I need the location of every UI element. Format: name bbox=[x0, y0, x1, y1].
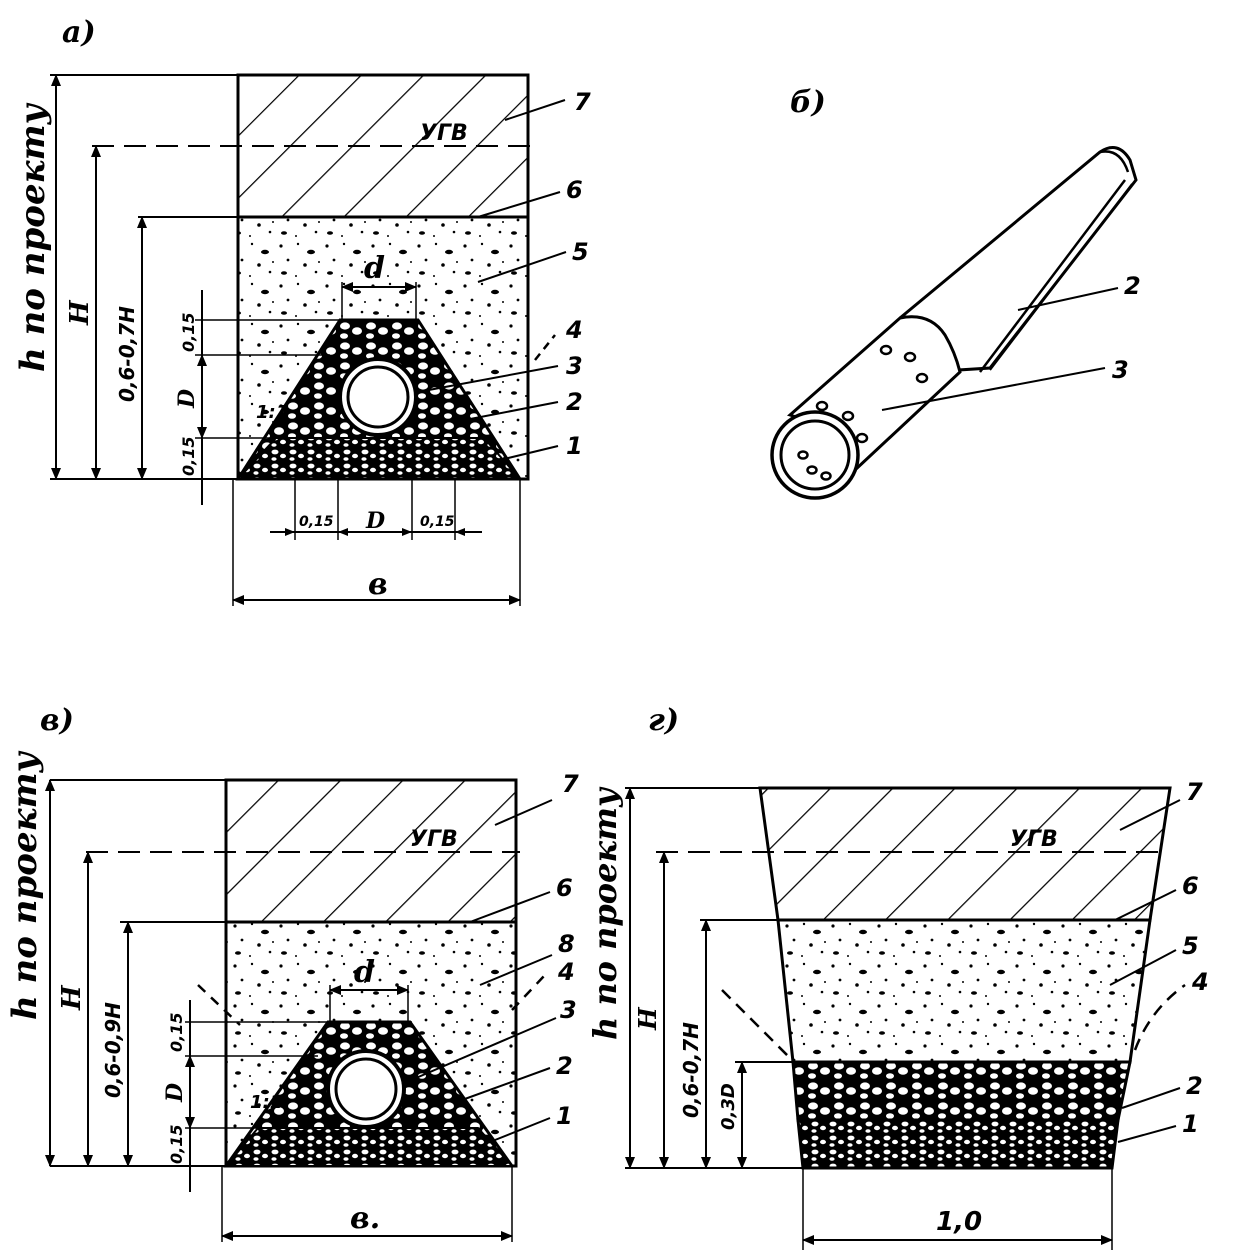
panel-a-callout-6: 6 bbox=[566, 176, 583, 204]
panel-g-slope-left bbox=[721, 989, 791, 1059]
panel-a-left-015: 0,15 bbox=[299, 514, 334, 530]
panel-a-callout-5: 5 bbox=[572, 238, 589, 266]
panel-g-callout-4: 4 bbox=[1191, 968, 1209, 996]
panel-v-top-015: 0,15 bbox=[167, 1013, 186, 1052]
panel-v-leader-6 bbox=[469, 891, 551, 923]
panel-g-ugv-text: УГВ bbox=[1010, 827, 1058, 852]
panel-b-leader-3 bbox=[881, 367, 1106, 411]
panel-g-leader-4 bbox=[1133, 983, 1186, 1051]
panel-a-leader-3 bbox=[417, 365, 559, 393]
panel-a-callout-1: 1 bbox=[566, 432, 583, 460]
panel-v-width-label: в. bbox=[350, 1201, 380, 1236]
panel-b-leader-2 bbox=[1017, 287, 1119, 311]
panel-g-H-label: H bbox=[633, 1006, 662, 1031]
panel-v-bot-015: 0,15 bbox=[167, 1125, 186, 1164]
panel-a-bot-015: 0,15 bbox=[179, 437, 198, 476]
panel-g-callout-6: 6 bbox=[1182, 872, 1199, 900]
panel-v: в) УГВ h по проекту H 0,6-0,9H 0,15 D 0,… bbox=[5, 703, 579, 1242]
panel-a-h-label: h по проекту bbox=[13, 102, 53, 372]
panel-v-d-label: d bbox=[354, 955, 375, 990]
panel-a-slope: 1:1 bbox=[256, 402, 288, 423]
panel-a-callout-2: 2 bbox=[566, 388, 583, 416]
panel-g-leader-7 bbox=[1119, 799, 1181, 831]
panel-a-leader-1 bbox=[499, 445, 559, 461]
panel-g: г) УГВ h по проекту H 0,6-0,7H 0,3D 1,0 … bbox=[586, 703, 1209, 1250]
panel-g-label: г) bbox=[648, 703, 679, 738]
panel-a-leader-4 bbox=[534, 334, 556, 361]
panel-v-depth-label: 0,6-0,9H bbox=[101, 1002, 125, 1098]
panel-g-callout-1: 1 bbox=[1182, 1110, 1199, 1138]
panel-a-D-bottom: D bbox=[365, 508, 385, 534]
panel-g-callout-5: 5 bbox=[1182, 932, 1199, 960]
panel-v-callout-3: 3 bbox=[560, 996, 577, 1024]
panel-g-callout-2: 2 bbox=[1186, 1072, 1203, 1100]
panel-b-callout-2: 2 bbox=[1124, 272, 1141, 300]
panel-a-callout-4: 4 bbox=[565, 316, 583, 344]
panel-a-pipe-inner bbox=[346, 365, 410, 429]
panel-g-fine-filter bbox=[796, 1118, 1120, 1170]
panel-v-leader-1 bbox=[494, 1117, 551, 1141]
panel-v-fine-filter bbox=[223, 1127, 515, 1167]
panel-a-leader-7 bbox=[504, 99, 566, 121]
panel-v-leader-7 bbox=[494, 799, 553, 826]
panel-b-pipe-end-inner bbox=[779, 419, 851, 491]
panel-a-right-015: 0,15 bbox=[420, 514, 455, 530]
panel-g-sand-backfill bbox=[776, 918, 1152, 1064]
panel-v-leader-8 bbox=[479, 954, 553, 986]
panel-g-callout-7: 7 bbox=[1186, 778, 1203, 806]
panel-g-h-label: h по проекту bbox=[586, 786, 624, 1040]
panel-a-leader-6 bbox=[477, 191, 561, 218]
panel-b-sleeve-fold-2 bbox=[989, 183, 1133, 371]
panel-v-callout-2: 2 bbox=[556, 1052, 573, 1080]
panel-g-width-label: 1,0 bbox=[936, 1207, 982, 1237]
panel-a-D-label: D bbox=[174, 389, 200, 409]
panel-b: б) 2 3 bbox=[770, 85, 1141, 500]
panel-g-depth-label: 0,6-0,7H bbox=[679, 1022, 703, 1118]
panel-a-callout-3: 3 bbox=[566, 352, 583, 380]
panel-v-leader-2 bbox=[461, 1067, 551, 1101]
panel-a-ugv-text: УГВ bbox=[420, 121, 468, 146]
panel-v-slope-left bbox=[197, 984, 241, 1026]
panel-v-callout-8: 8 bbox=[558, 930, 575, 958]
panel-b-sleeve-tip bbox=[1099, 150, 1130, 173]
panel-a-fine-filter bbox=[235, 437, 523, 480]
panel-v-h-label: h по проекту bbox=[5, 750, 45, 1020]
panel-b-perforations bbox=[797, 344, 929, 481]
panel-a-label: а) bbox=[62, 15, 96, 50]
panel-v-pipe-inner bbox=[334, 1057, 398, 1121]
panel-v-leader-3 bbox=[401, 1017, 557, 1085]
panel-g-layer-label: 0,3D bbox=[718, 1083, 739, 1130]
panel-b-callout-3: 3 bbox=[1112, 356, 1129, 384]
panel-a-width-label: в bbox=[368, 567, 388, 602]
panel-v-ugv-text: УГВ bbox=[410, 827, 458, 852]
panel-a-callout-7: 7 bbox=[574, 88, 591, 116]
panel-v-D-label: D bbox=[162, 1083, 188, 1103]
panel-g-leader-6 bbox=[1114, 889, 1177, 921]
panel-a-top-015: 0,15 bbox=[179, 313, 198, 352]
panel-b-sleeve-fold-1 bbox=[979, 179, 1126, 373]
panel-v-label: в) bbox=[40, 703, 74, 738]
panel-v-callout-6: 6 bbox=[556, 874, 573, 902]
panel-v-callout-4: 4 bbox=[557, 958, 575, 986]
panel-v-slope: 1:1 bbox=[250, 1092, 282, 1113]
panel-a-leader-5 bbox=[477, 251, 567, 283]
panel-a: а) УГВ h по проекту H 0,6-0,7H 0,15 D bbox=[13, 15, 591, 606]
panel-a-d-label: d bbox=[364, 251, 385, 286]
panel-v-top-soil bbox=[224, 778, 518, 924]
panel-b-label: б) bbox=[790, 85, 826, 120]
panel-g-top-soil bbox=[758, 786, 1172, 922]
panel-v-H-label: H bbox=[57, 984, 87, 1011]
panel-v-callout-1: 1 bbox=[556, 1102, 573, 1130]
panel-a-depth-label: 0,6-0,7H bbox=[115, 306, 139, 402]
panel-v-leader-4 bbox=[511, 974, 546, 1011]
panel-g-leader-5 bbox=[1109, 949, 1177, 986]
panel-g-leader-2 bbox=[1121, 1087, 1181, 1109]
panel-a-leader-2 bbox=[464, 401, 559, 421]
panel-a-H-label: H bbox=[65, 299, 95, 326]
panel-g-coarse-filter bbox=[791, 1060, 1132, 1122]
panel-v-callout-7: 7 bbox=[562, 770, 579, 798]
panel-g-leader-1 bbox=[1117, 1125, 1177, 1143]
